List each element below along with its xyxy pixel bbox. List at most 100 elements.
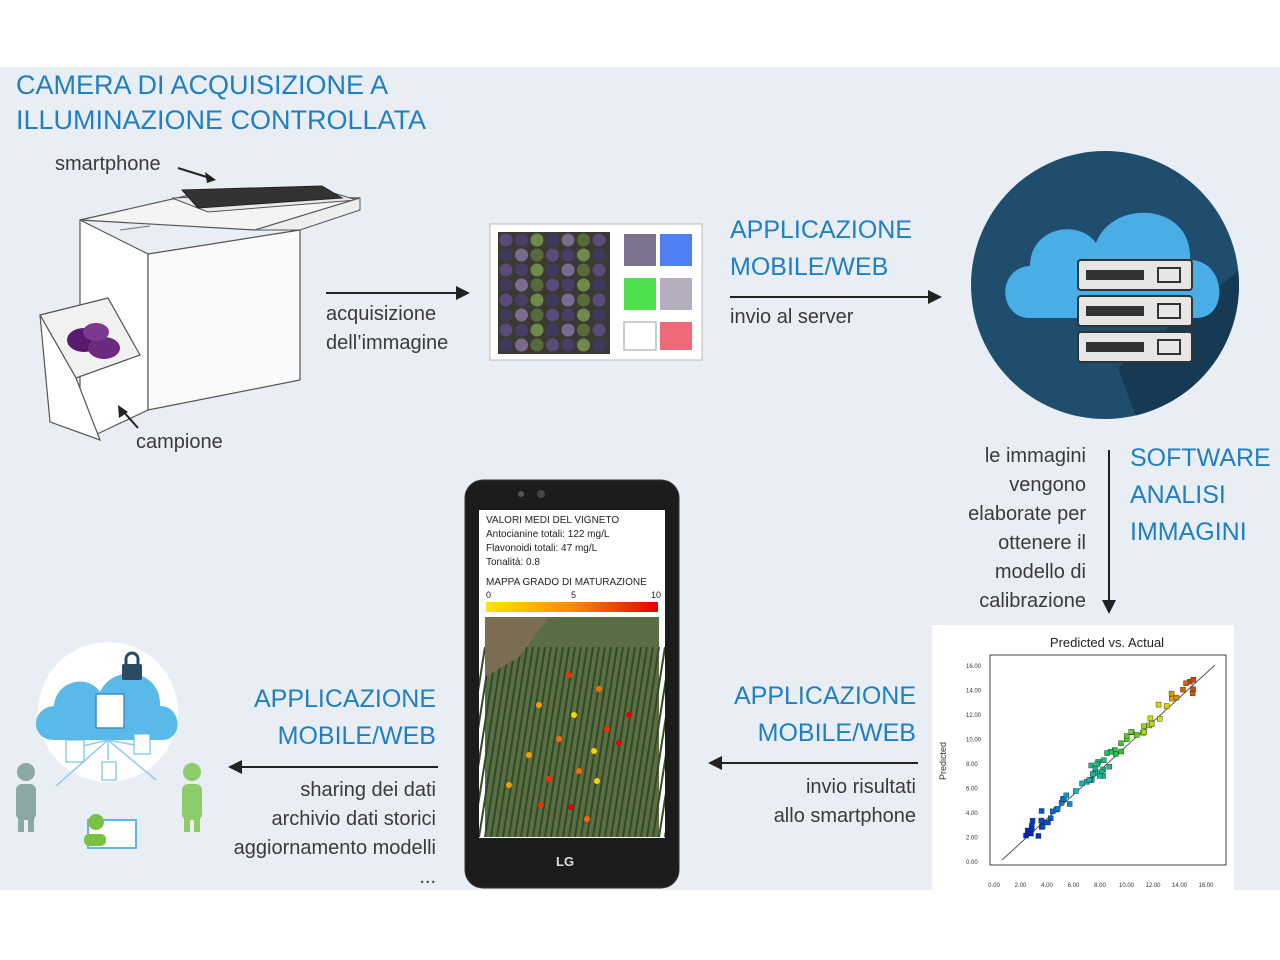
ripeness-dot <box>594 778 600 784</box>
plot-point <box>1157 716 1163 722</box>
calibration-plot-image: Predicted vs. Actual Predicted 0.000.002… <box>932 625 1234 890</box>
plot-tick-label: 4.00 <box>966 811 978 817</box>
vineyard-row <box>508 646 540 837</box>
fig-sample <box>499 308 513 322</box>
label-sample: campione <box>136 431 223 453</box>
arrow-left-icon <box>708 756 918 770</box>
phone-brand: LG <box>556 854 575 869</box>
ripeness-map-image <box>479 617 665 837</box>
plot-point <box>1038 808 1045 814</box>
fig-sample <box>546 323 559 337</box>
fig-sample <box>530 233 544 247</box>
fig-sample <box>546 233 559 247</box>
fig-sample <box>499 338 513 352</box>
plot-tick-label: 16.00 <box>966 664 982 670</box>
vineyard-row <box>479 646 486 692</box>
vineyard-row <box>484 646 516 837</box>
vineyard-row <box>502 646 534 837</box>
app-mid-title: APPLICAZIONE MOBILE/WEB <box>734 682 916 747</box>
app-top-caption: invio al server <box>730 306 854 328</box>
ripeness-dot <box>506 782 512 788</box>
ripeness-dot <box>596 686 602 692</box>
vineyard-row <box>520 646 552 837</box>
fig-sample <box>577 263 590 277</box>
plot-tick-label: 0.00 <box>988 883 1000 889</box>
vineyard-row <box>479 646 504 806</box>
fig-sample <box>530 248 544 262</box>
fig-sample <box>592 308 606 322</box>
plot-point <box>1148 721 1155 727</box>
fig-sample <box>530 278 544 292</box>
arrow-right-icon <box>326 286 470 300</box>
plot-point <box>1092 765 1099 772</box>
ripeness-dot <box>571 712 577 718</box>
arrow-right-icon <box>730 290 942 304</box>
plot-tick-label: 16.00 <box>1198 883 1214 889</box>
phone-heading: VALORI MEDI DEL VIGNETO <box>486 515 620 526</box>
plot-point <box>1096 773 1103 779</box>
vineyard-row <box>496 646 528 837</box>
vineyard-row <box>640 678 665 837</box>
fig-sample <box>530 338 544 352</box>
vineyard-row <box>490 646 522 837</box>
plot-point <box>1168 690 1175 697</box>
plot-point <box>1094 761 1101 767</box>
phone-flavonoids: Flavonoidi totali: 47 mg/L <box>486 543 598 554</box>
vineyard-row <box>479 646 498 768</box>
plot-point <box>1113 751 1119 757</box>
plot-point <box>1079 780 1085 787</box>
plot-point <box>1163 703 1170 709</box>
plot-tick-label: 10.00 <box>1119 883 1135 889</box>
plot-point <box>1090 771 1096 777</box>
fig-sample <box>530 263 544 277</box>
vineyard-row <box>556 646 588 837</box>
vineyard-row <box>526 646 558 837</box>
fig-sample <box>561 293 575 307</box>
plot-point <box>1118 740 1124 746</box>
plot-point <box>1141 723 1147 730</box>
vineyard-row <box>634 646 665 837</box>
fig-sample <box>515 323 528 337</box>
fig-sample <box>546 278 559 292</box>
acquire-caption: acquisizione dell’immagine <box>326 303 449 354</box>
fig-sample <box>592 323 606 337</box>
plot-point <box>1190 677 1197 683</box>
plot-tick-label: 14.00 <box>966 689 982 695</box>
fig-sample <box>499 233 513 247</box>
plot-tick-label: 12.00 <box>966 713 982 719</box>
fig-sample <box>592 263 606 277</box>
fig-sample <box>515 278 528 292</box>
software-title: SOFTWARE ANALISI IMMAGINI <box>1130 444 1271 546</box>
fig-sample <box>577 233 590 247</box>
fig-sample <box>592 278 606 292</box>
ripeness-dot <box>538 802 544 808</box>
plot-point <box>1048 815 1054 821</box>
fig-sample <box>515 338 528 352</box>
software-description: le immagini vengono elaborate per ottene… <box>968 445 1086 612</box>
fig-sample <box>561 323 575 337</box>
fig-sample <box>515 248 528 262</box>
plot-point <box>1063 792 1069 799</box>
vineyard-row <box>574 646 606 837</box>
ripeness-dot <box>556 736 562 742</box>
vineyard-row <box>580 646 612 837</box>
fig-sample <box>561 248 575 262</box>
fig-sample <box>592 248 606 262</box>
plot-tick-label: 12.00 <box>1145 883 1161 889</box>
vineyard-row <box>592 646 624 837</box>
fig-sample <box>546 338 559 352</box>
plot-point <box>1066 801 1073 807</box>
plot-point <box>1104 750 1110 756</box>
vineyard-row <box>544 646 576 837</box>
plot-point <box>1023 832 1029 839</box>
fig-sample <box>561 278 575 292</box>
plot-point <box>1183 680 1189 686</box>
plot-point <box>1173 694 1180 701</box>
plot-point <box>1118 748 1124 755</box>
vineyard-row <box>658 792 665 837</box>
cloud-lock-icon <box>16 642 202 849</box>
fig-sample <box>499 248 513 262</box>
fig-sample <box>515 293 528 307</box>
fig-sample <box>561 263 575 277</box>
plot-point <box>1169 695 1175 702</box>
